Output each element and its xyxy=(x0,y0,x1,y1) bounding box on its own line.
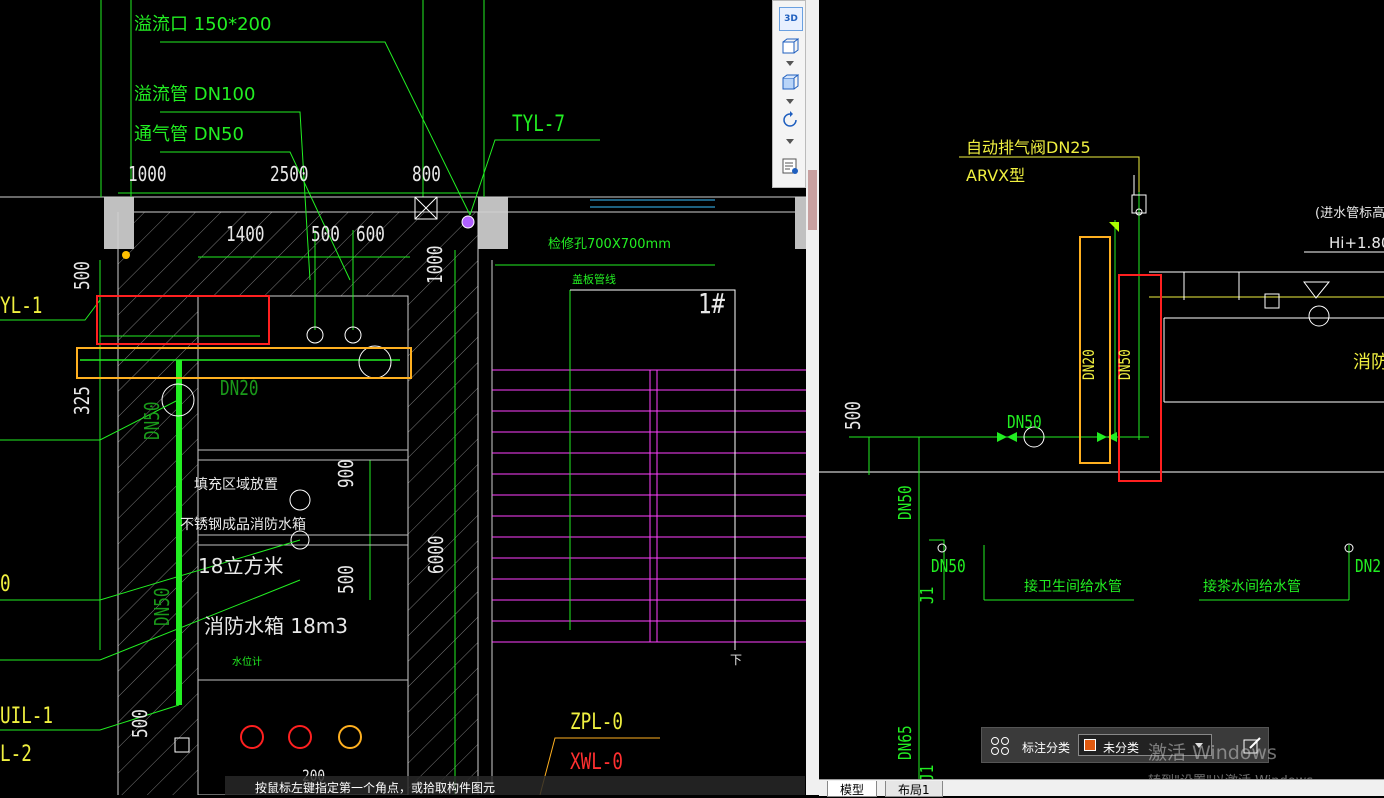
category-color-swatch xyxy=(1084,739,1096,751)
fill-area-note: 填充区域放置 xyxy=(194,477,278,493)
xwl0-label: XWL-0 xyxy=(570,750,623,775)
zero-label: 0 xyxy=(0,572,11,597)
right-drawing-canvas[interactable]: 自动排气阀DN25 ARVX型 (进水管标高) Hi+1.800 消防水 DN2… xyxy=(819,0,1384,795)
splitter-grip[interactable] xyxy=(808,170,817,230)
command-prompt-text: 按鼠标左键指定第一个角点，或拾取构件图元 xyxy=(255,781,496,795)
rotate-icon[interactable] xyxy=(779,109,801,131)
tab-model[interactable]: 模型 xyxy=(827,781,878,797)
properties-icon[interactable] xyxy=(779,155,801,177)
cube-view-icon[interactable] xyxy=(779,35,801,57)
dn20-label-left: DN20 xyxy=(220,376,259,400)
annotation-category-bar: 标注分类 未分类 xyxy=(981,727,1269,763)
overflow-pipe-label: 溢流管 DN100 xyxy=(134,84,256,105)
dn2-label: DN2 xyxy=(1355,556,1382,577)
dim-1400: 1400 xyxy=(226,222,265,246)
pipe-note: 盖板管线 xyxy=(572,273,616,286)
dim-1000-top: 1000 xyxy=(128,162,167,186)
dim-2500: 2500 xyxy=(270,162,309,186)
highlight-orange-box-left xyxy=(76,347,412,379)
dim-500-mid: 500 xyxy=(334,565,358,594)
left-drawing-geometry xyxy=(0,0,806,795)
watermark-line1: 激活 Windows xyxy=(1148,742,1277,764)
j1-label-a: J1 xyxy=(917,586,938,604)
hatch-note: 检修孔700X700mm xyxy=(548,237,671,252)
dn50-low-label: DN50 xyxy=(931,556,966,577)
dn50-vertical-label: DN50 xyxy=(1115,349,1134,380)
dim-500-right: 500 xyxy=(841,401,865,430)
zpl0-label: ZPL-0 xyxy=(570,710,623,735)
dn50-label-upper: DN50 xyxy=(140,401,164,440)
layout-tab-bar: 模型 布局1 xyxy=(819,779,1384,797)
inlet-elevation-label: (进水管标高) xyxy=(1315,206,1384,221)
tab-layout1[interactable]: 布局1 xyxy=(885,781,943,797)
hi-elevation-label: Hi+1.800 xyxy=(1329,234,1384,252)
highlight-red-box-left xyxy=(96,295,270,345)
overflow-port-label: 溢流口 150*200 xyxy=(134,14,272,35)
dn50-side-label: DN50 xyxy=(895,485,916,520)
category-select[interactable]: 未分类 xyxy=(1078,734,1212,756)
vent-pipe-label: 通气管 DN50 xyxy=(134,124,244,145)
dim-800: 800 xyxy=(412,162,441,186)
highlight-orange-box-right xyxy=(1079,236,1111,464)
view-3d-button[interactable]: 3D xyxy=(779,7,803,31)
tea-supply-label: 接茶水间给水管 xyxy=(1203,579,1301,595)
category-label: 标注分类 xyxy=(1022,741,1071,755)
category-select-value: 未分类 xyxy=(1103,741,1140,755)
dim-500-h: 500 xyxy=(311,222,340,246)
tank-volume: 18立方米 xyxy=(198,554,284,578)
dn65-label: DN65 xyxy=(895,725,916,760)
air-valve-label: 自动排气阀DN25 xyxy=(966,138,1091,157)
dn50-horizontal-label: DN50 xyxy=(1007,412,1042,433)
fire-water-label: 消防水 xyxy=(1353,352,1384,373)
stair-label: 1# xyxy=(698,287,725,320)
category-grid-icon[interactable] xyxy=(990,736,1010,756)
xjl2-label: L-2 xyxy=(0,742,32,767)
dn50-label-lower: DN50 xyxy=(150,587,174,626)
tyl1-label: YL-1 xyxy=(0,294,43,319)
cube-view-dropdown[interactable] xyxy=(786,61,794,66)
view-toolbar: 3D xyxy=(772,0,806,188)
left-drawing-canvas[interactable]: 溢流口 150*200 溢流管 DN100 通气管 DN50 TYL-7 100… xyxy=(0,0,806,795)
arvx-label: ARVX型 xyxy=(966,166,1026,185)
tank-type-note: 不锈钢成品消防水箱 xyxy=(180,517,306,533)
highlight-red-box-right xyxy=(1118,274,1162,482)
tyl7-label: TYL-7 xyxy=(512,112,565,137)
chevron-down-icon xyxy=(1195,743,1203,748)
tank-name: 消防水箱 18m3 xyxy=(204,614,349,638)
dim-600: 600 xyxy=(356,222,385,246)
dim-325: 325 xyxy=(70,386,94,415)
dim-500-low: 500 xyxy=(128,709,152,738)
dim-6000: 6000 xyxy=(424,535,448,574)
dim-1000-v: 1000 xyxy=(423,245,447,284)
shade-dropdown[interactable] xyxy=(786,99,794,104)
edit-icon[interactable] xyxy=(1242,736,1262,756)
dim-500-v: 500 xyxy=(70,261,94,290)
stair-down-label: 下 xyxy=(730,653,743,667)
wc-supply-label: 接卫生间给水管 xyxy=(1024,579,1122,595)
xjl1-label: UIL-1 xyxy=(0,704,53,729)
shaded-cube-icon[interactable] xyxy=(779,71,801,93)
pane-splitter[interactable] xyxy=(806,0,819,795)
right-drawing-geometry xyxy=(819,156,1384,795)
dn20-vertical-label: DN20 xyxy=(1079,349,1098,380)
rotate-dropdown[interactable] xyxy=(786,139,794,144)
command-prompt-bar: 按鼠标左键指定第一个角点，或拾取构件图元 xyxy=(225,776,805,795)
level-gauge-note: 水位计 xyxy=(232,657,262,668)
dim-900: 900 xyxy=(334,459,358,488)
